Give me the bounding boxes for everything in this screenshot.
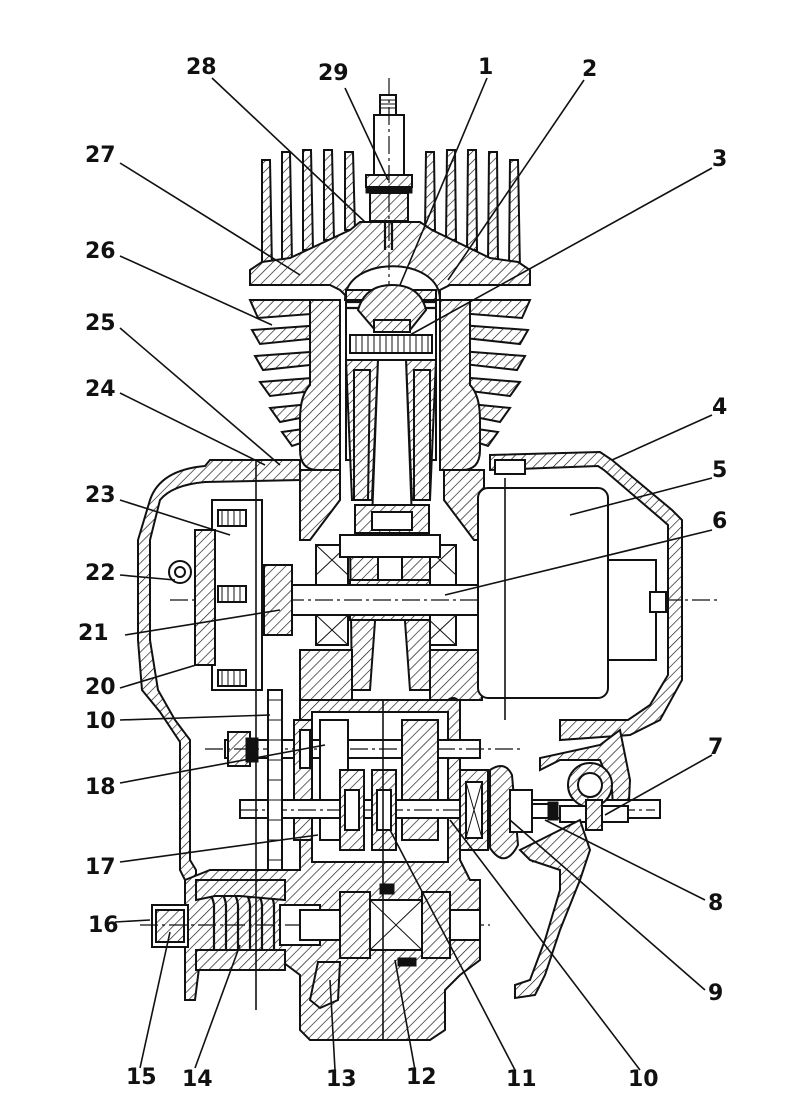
- clutch-pressure-plate: [489, 765, 559, 860]
- label-13: 13: [326, 1067, 357, 1092]
- label-18: 18: [85, 775, 116, 800]
- spark-plug: [365, 78, 413, 400]
- label-15: 15: [126, 1065, 157, 1090]
- label-9: 9: [708, 981, 723, 1006]
- label-12: 12: [406, 1065, 437, 1090]
- label-8: 8: [708, 891, 723, 916]
- part-number-labels: 1 2 3 4 5 6 7 8 9 10 10 11 12 13 14 15 1…: [78, 55, 727, 1092]
- label-25: 25: [85, 311, 116, 336]
- label-11: 11: [506, 1067, 537, 1092]
- label-14: 14: [182, 1067, 213, 1092]
- label-29: 29: [318, 61, 349, 86]
- label-6: 6: [712, 509, 727, 534]
- connecting-rod: [353, 359, 431, 534]
- label-28: 28: [186, 55, 217, 80]
- flywheel-magneto: [168, 499, 293, 691]
- label-24: 24: [85, 377, 116, 402]
- label-20: 20: [85, 675, 116, 700]
- label-16: 16: [88, 913, 119, 938]
- label-3: 3: [712, 147, 727, 172]
- label-7: 7: [708, 735, 723, 760]
- label-26: 26: [85, 239, 116, 264]
- label-17: 17: [85, 855, 116, 880]
- crankcase-right-cover: [489, 450, 683, 742]
- label-4: 4: [712, 395, 727, 420]
- label-22: 22: [85, 561, 116, 586]
- label-10-right: 10: [628, 1067, 659, 1092]
- label-23: 23: [85, 483, 116, 508]
- label-10-left: 10: [85, 709, 116, 734]
- generator-housing: [445, 459, 667, 720]
- label-5: 5: [712, 458, 727, 483]
- label-1: 1: [478, 55, 493, 80]
- label-21: 21: [78, 621, 109, 646]
- clutch-cover-lower: [514, 818, 592, 1000]
- gearshift-mechanism: [531, 762, 629, 863]
- primary-chain: [255, 460, 283, 1010]
- label-27: 27: [85, 143, 116, 168]
- leader-lines: [114, 77, 713, 1071]
- output-shaft: [299, 883, 481, 1010]
- cylinder-head: [249, 221, 531, 301]
- label-2: 2: [582, 57, 597, 82]
